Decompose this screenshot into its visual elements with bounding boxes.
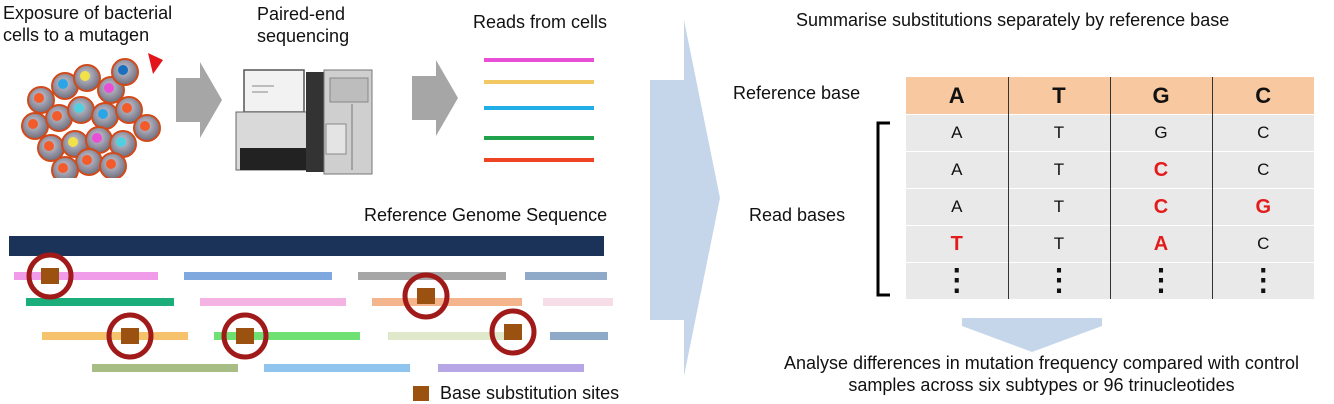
short-read [214,332,360,340]
table-row: ⋮⋮⋮⋮ [906,262,1314,299]
read-line [484,106,594,110]
bacterial-cell [51,72,79,100]
sequencer-illustration [235,69,373,175]
reference-base-label: Reference base [733,83,861,103]
gray-arrow-2-icon [412,60,458,136]
reference-genome-bar [9,236,604,256]
read-base-cell: ⋮ [1008,262,1111,299]
read-line [484,158,594,162]
genome-reads-diagram [9,236,613,372]
read-base-cell: A [906,151,1009,189]
short-read [550,332,608,340]
bacterial-cell [75,148,103,176]
substitution-site-icon [489,308,537,356]
base-substitution-marker-icon [413,386,429,401]
read-base-cell: ⋮ [1212,262,1314,299]
read-line [484,80,594,84]
analyse-label: Analyse differences in mutation frequenc… [784,353,1299,395]
big-arrow-icon [650,20,720,376]
reference-base-cell: G [1110,77,1213,115]
short-read [438,364,584,372]
reads-lines [484,58,594,162]
summarise-label: Summarise substitutions separately by re… [796,10,1230,30]
gray-arrow-1-icon [176,62,222,138]
substituted-base-cell: C [1110,188,1213,226]
read-base-cell: T [1008,225,1111,263]
substituted-base-cell: A [1110,225,1213,263]
substituted-base-cell: G [1212,188,1314,226]
bacterial-cell [115,96,143,124]
substitution-site-icon [106,312,154,360]
bacterial-cell [21,112,49,140]
read-base-cell: C [1212,114,1314,152]
reference-base-cell: A [906,77,1009,115]
bacterial-cell [73,64,101,92]
read-base-cell: A [906,188,1009,226]
short-read [388,332,516,340]
bacterial-cell [51,156,79,178]
short-read [42,332,188,340]
reference-base-cell: C [1212,77,1314,115]
short-read [26,298,174,306]
substituted-base-cell: C [1110,151,1213,189]
bacterial-cell [91,102,119,130]
read-base-cell: ⋮ [906,262,1009,299]
read-base-cell: T [1008,188,1111,226]
bacterial-cell [27,86,55,114]
bacterial-cell [111,58,139,86]
sequencing-label: Paired-end sequencing [257,4,350,46]
short-read [92,364,238,372]
read-base-cell: T [1008,151,1111,189]
read-bases-label: Read bases [749,205,846,225]
read-line [484,136,594,140]
down-arrow-icon [962,318,1102,352]
read-bases-bracket-icon [876,121,890,297]
read-base-cell: C [1212,225,1314,263]
bacterial-cell [133,114,161,142]
short-read [525,272,607,280]
bacterial-cell [99,152,127,178]
read-line [484,58,594,62]
short-read [543,298,613,306]
read-base-cell: ⋮ [1110,262,1213,299]
bacterial-cells-illustration [21,53,163,178]
reads-from-cells-label: Reads from cells [473,12,608,32]
bacterial-cells [21,58,161,178]
read-base-cell: T [1008,114,1111,152]
short-read [264,364,410,372]
substitution-site-icon [402,272,450,320]
mutagen-pointer-icon [148,53,163,74]
legend-label: Base substitution sites [440,383,620,403]
exposure-label: Exposure of bacterial cells to a mutagen [3,3,173,45]
substitution-site-icon [221,312,269,360]
bacterial-cell [45,104,73,132]
short-read [184,272,332,280]
bacterial-cell [67,96,95,124]
read-base-cell: G [1110,114,1213,152]
short-read [14,272,158,280]
read-base-cell: C [1212,151,1314,189]
reference-genome-label: Reference Genome Sequence [364,205,608,225]
substituted-base-cell: T [906,225,1009,263]
short-read [200,298,346,306]
substitution-site-icon [26,252,74,300]
read-base-cell: A [906,114,1009,152]
reference-base-cell: T [1008,77,1111,115]
